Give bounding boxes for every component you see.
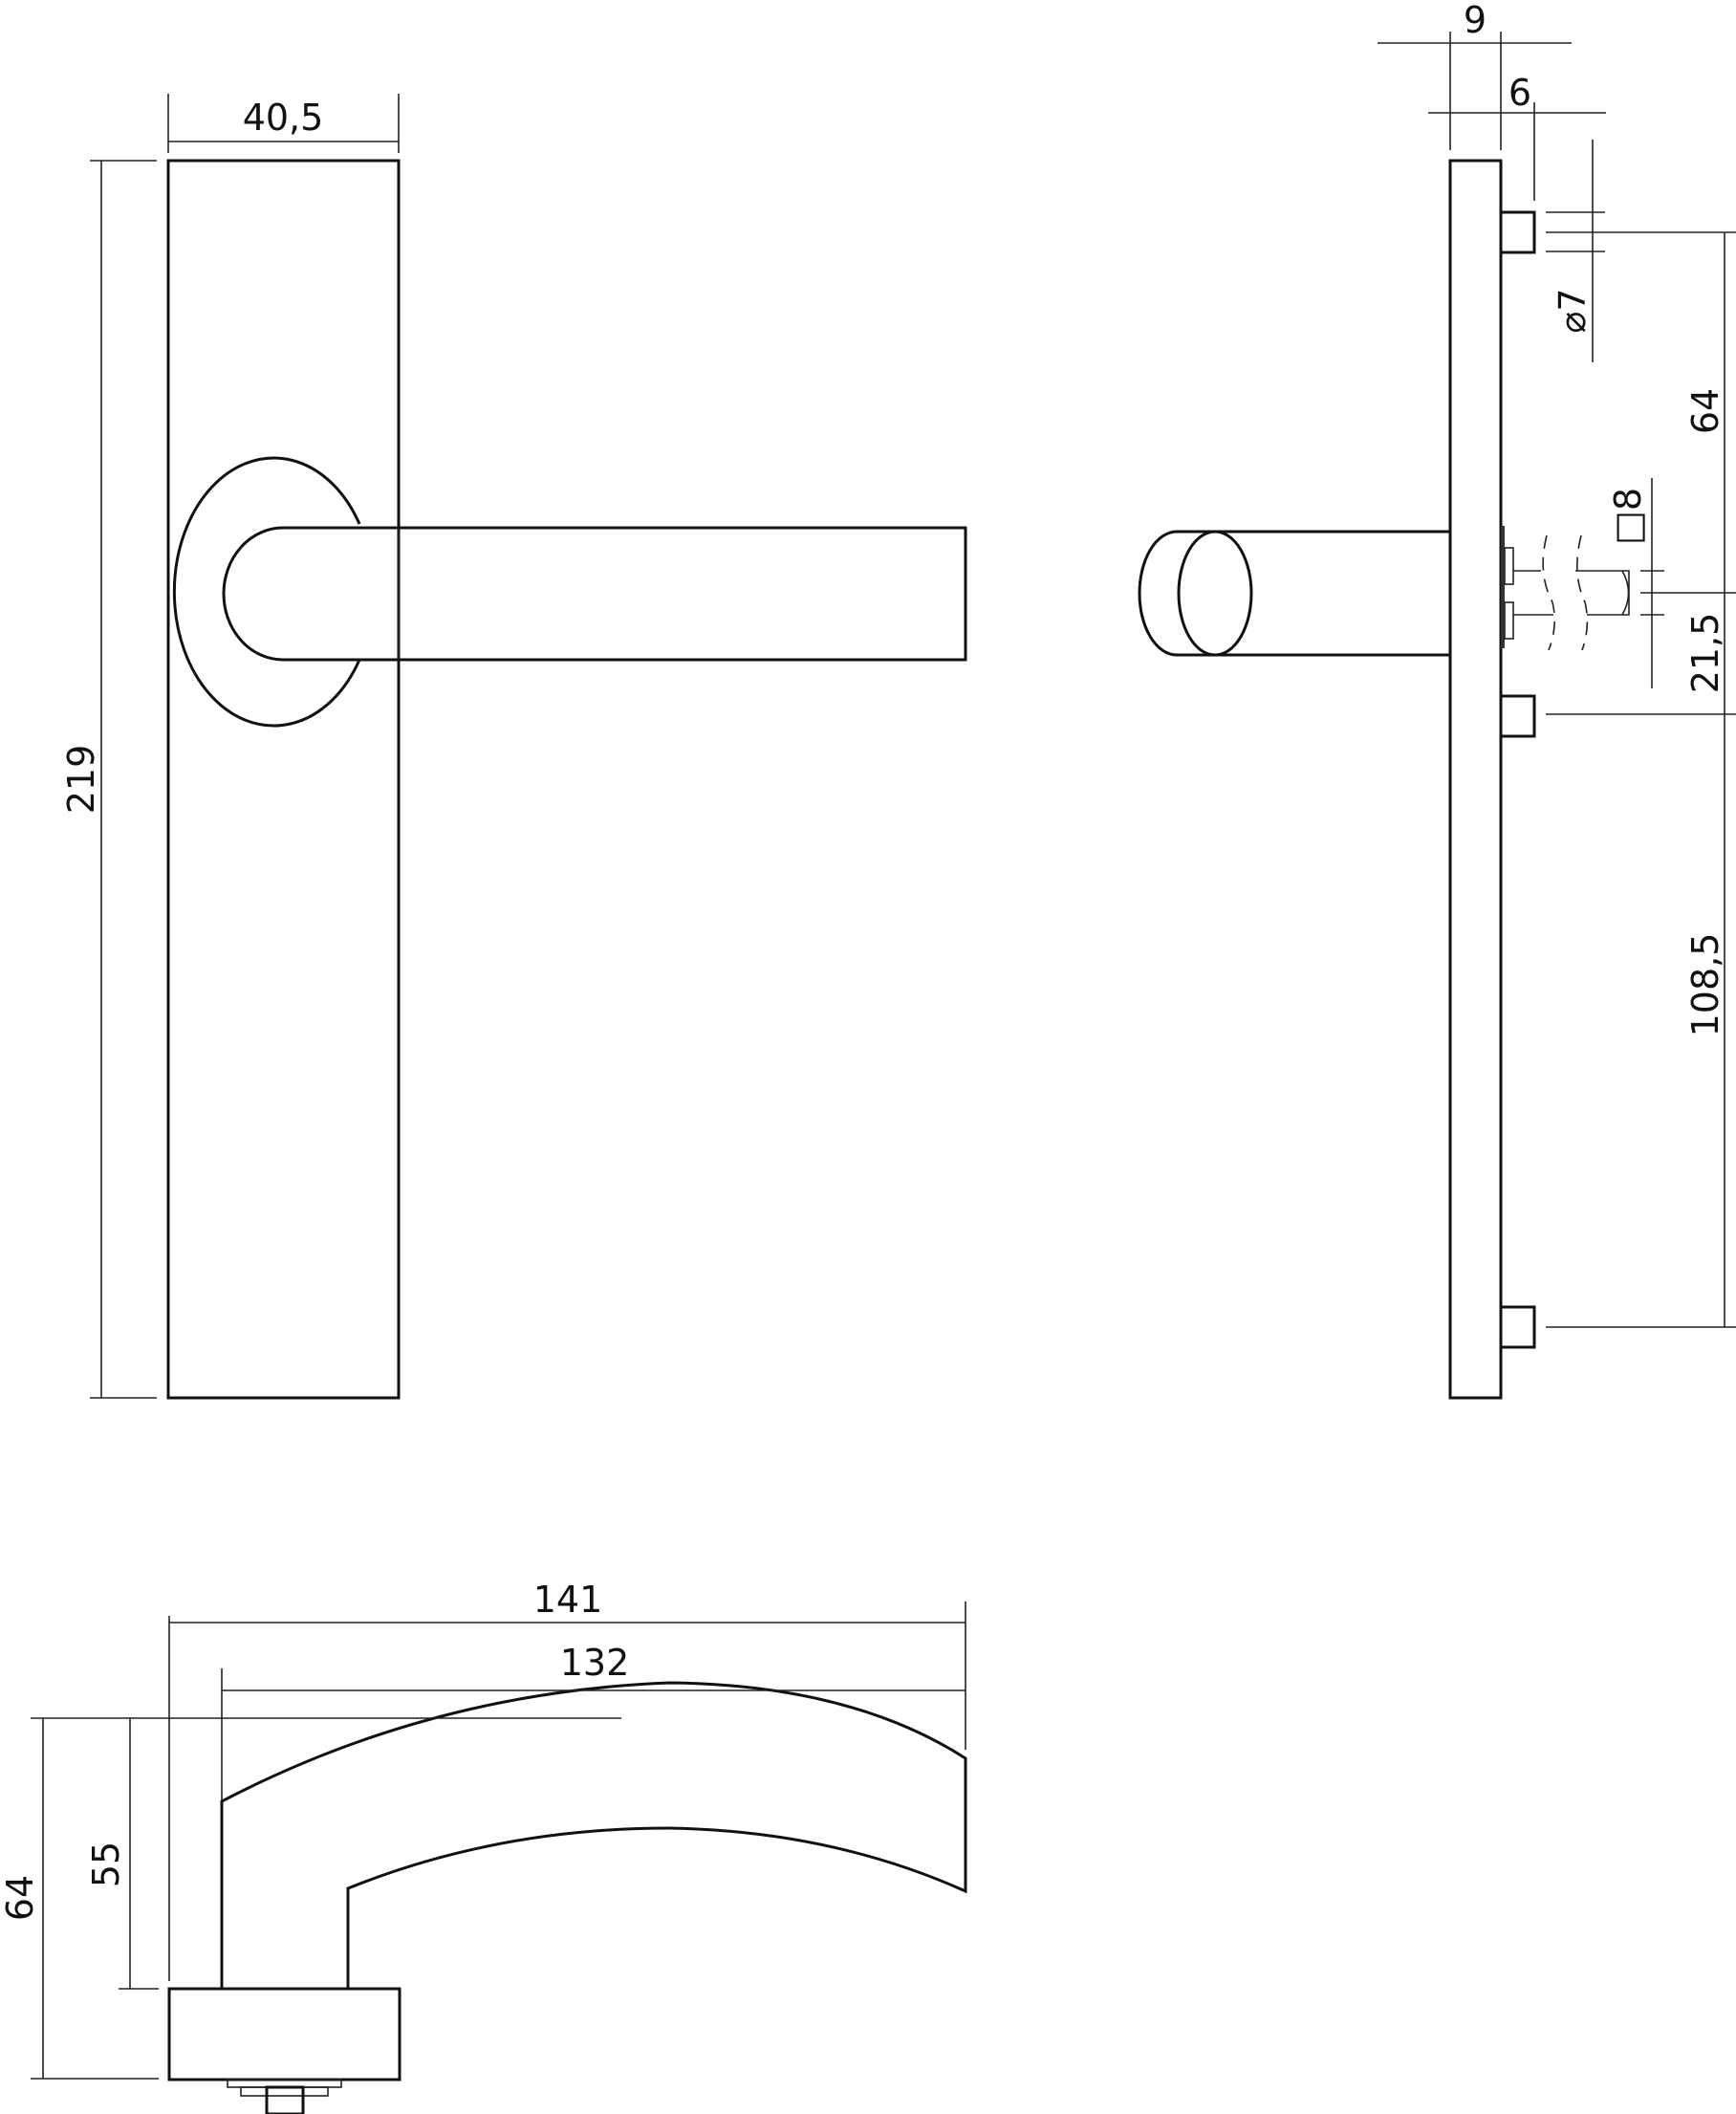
dim-screw-diameter: ⌀7 [1546,140,1605,362]
dim-label-219: 219 [60,745,102,815]
dim-side-depth: 9 6 [1378,0,1606,201]
dim-label-9: 9 [1464,0,1486,41]
side-lever-end-back [1138,530,1215,657]
side-stud-top [1499,210,1536,254]
side-lever-end-face [1177,530,1253,657]
top-view [167,1681,967,2114]
dim-spindle-square: □8 [1607,478,1664,688]
front-view [166,159,967,1400]
dim-label-141: 141 [533,1579,603,1621]
dim-label-sq-8: □8 [1607,488,1649,545]
dim-lever-heights: 64 55 [0,1717,621,2080]
dim-front-height: 219 [60,160,157,1399]
side-backplate [1448,159,1503,1400]
front-backplate [166,159,401,1400]
side-stud-bottom [1499,1305,1536,1349]
dim-label-dia-7: ⌀7 [1552,288,1594,333]
front-lever [222,526,967,662]
spindle-flange [1501,526,1505,648]
dim-label-55: 55 [85,1842,127,1887]
break-line-1 [1542,534,1556,651]
side-stud-middle [1499,694,1536,738]
spindle-collar-2 [1504,601,1514,640]
side-view [1138,159,1630,1400]
dim-lever-141: 141 [168,1579,966,1981]
dim-label-108-5: 108,5 [1684,933,1726,1037]
dim-label-6: 6 [1508,72,1531,114]
spindle [1513,570,1630,616]
dim-side-spacings: 64 21,5 108,5 [1546,231,1736,1328]
dim-label-64-top: 64 [0,1875,41,1921]
dim-front-width: 40,5 [167,94,400,153]
dim-label-40-5: 40,5 [243,97,324,139]
top-rose [167,1987,401,2081]
top-spindle [265,2085,305,2114]
break-line-2 [1576,534,1589,651]
dim-label-132: 132 [560,1642,630,1684]
dim-lever-132: 132 [221,1642,966,1801]
top-lever-profile [220,1681,967,1989]
spindle-collar-1 [1504,547,1514,585]
front-rose [172,456,361,728]
dim-label-64-side: 64 [1684,388,1726,434]
dim-label-21-5: 21,5 [1684,613,1726,694]
